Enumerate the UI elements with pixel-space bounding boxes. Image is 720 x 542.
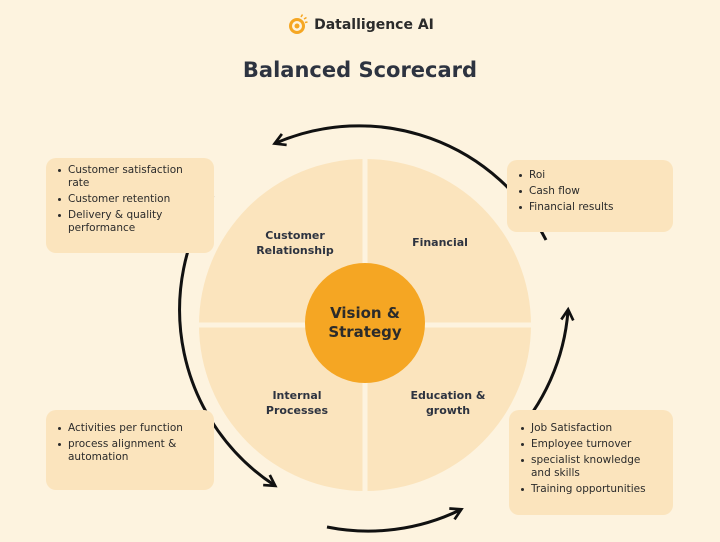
- page-title: Balanced Scorecard: [242, 58, 478, 82]
- card-education: Job Satisfaction Employee turnover speci…: [509, 410, 673, 515]
- card-internal-list: Activities per function process alignmen…: [58, 422, 204, 464]
- card-financial-list: Roi Cash flow Financial results: [519, 169, 663, 214]
- list-item: Customer satisfaction rate: [58, 164, 204, 190]
- cycle-arrow-bottom: [326, 507, 464, 533]
- quadrant-financial-label: Financial: [412, 236, 468, 249]
- vision-strategy-circle: [305, 263, 425, 383]
- brand-header: Datalligence AI: [0, 14, 720, 36]
- list-item: Training opportunities: [521, 483, 663, 496]
- card-internal: Activities per function process alignmen…: [46, 410, 214, 490]
- vision-strategy-label: Vision & Strategy: [328, 304, 402, 341]
- list-item: Financial results: [519, 201, 663, 214]
- brand-name: Datalligence AI: [314, 17, 434, 33]
- list-item: specialist knowledge and skills: [521, 454, 663, 480]
- list-item: Activities per function: [58, 422, 204, 435]
- card-education-list: Job Satisfaction Employee turnover speci…: [521, 422, 663, 496]
- list-item: process alignment & automation: [58, 438, 204, 464]
- card-financial: Roi Cash flow Financial results: [507, 160, 673, 232]
- card-customer: Customer satisfaction rate Customer rete…: [46, 158, 214, 253]
- quadrant-education-label: Education & growth: [410, 389, 486, 417]
- list-item: Delivery & quality performance: [58, 209, 204, 235]
- list-item: Employee turnover: [521, 438, 663, 451]
- quadrant-internal-label: Internal Processes: [265, 389, 329, 417]
- list-item: Cash flow: [519, 185, 663, 198]
- quadrant-customer-label: Customer Relationship: [256, 229, 334, 257]
- list-item: Roi: [519, 169, 663, 182]
- list-item: Job Satisfaction: [521, 422, 663, 435]
- target-bulb-icon: [289, 14, 308, 34]
- card-customer-list: Customer satisfaction rate Customer rete…: [58, 164, 204, 235]
- list-item: Customer retention: [58, 193, 204, 206]
